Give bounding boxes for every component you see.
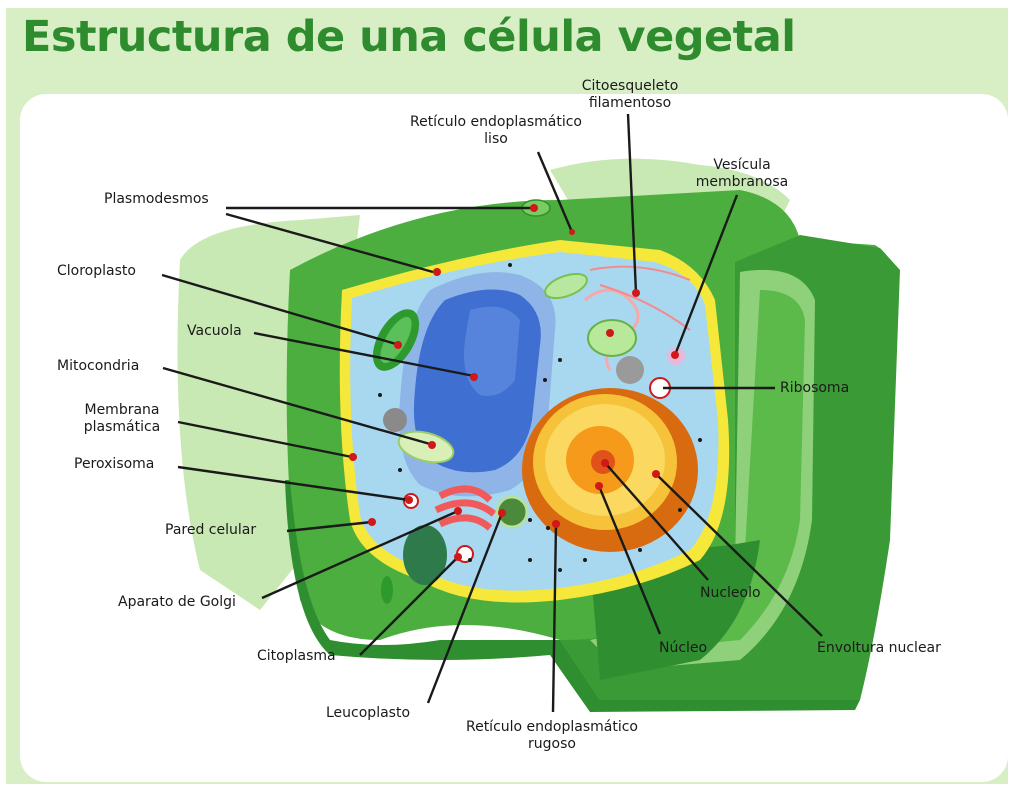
leader-citoesqueleto xyxy=(626,113,638,294)
label-membrana-plasmatica-line-2: plasmática xyxy=(83,419,161,435)
label-reticulo-liso-line-2: liso xyxy=(484,131,508,147)
leader-liso xyxy=(536,151,574,233)
leader-leucoplasto xyxy=(426,512,504,704)
label-vesicula-line-2: membranosa xyxy=(695,174,789,190)
label-vesicula-line-1: Vesícula xyxy=(713,157,771,173)
golgi-apparatus xyxy=(434,485,497,531)
label-nucleo: Núcleo xyxy=(659,640,708,656)
label-citoplasma: Citoplasma xyxy=(257,648,336,664)
leader-vacuola xyxy=(253,331,475,378)
leader-rugoso xyxy=(551,523,558,713)
label-reticulo-rugoso-line-1: Retículo endoplasmático xyxy=(465,719,638,735)
cytoskeleton-filaments xyxy=(589,265,691,331)
leader-pared xyxy=(286,520,373,533)
ribosome-dots xyxy=(378,263,702,572)
leader-cloroplasto xyxy=(161,273,397,346)
label-citoesqueleto: Citoesqueleto filamentoso xyxy=(568,78,692,112)
label-leucoplasto: Leucoplasto xyxy=(326,705,411,721)
label-peroxisoma: Peroxisoma xyxy=(74,456,155,472)
label-envoltura-nuclear: Envoltura nuclear xyxy=(817,640,941,656)
mitochondria-upper xyxy=(544,272,588,300)
label-vacuola: Vacuola xyxy=(187,323,242,339)
label-reticulo-rugoso: Retículo endoplasmático rugoso xyxy=(442,719,662,753)
gray-organelle-2 xyxy=(383,408,407,432)
chloroplast-2 xyxy=(587,319,637,357)
marker-dots xyxy=(349,204,679,561)
label-membrana-plasmatica: Membrana plasmática xyxy=(72,402,172,436)
label-membrana-plasmatica-line-1: Membrana xyxy=(84,402,160,418)
label-reticulo-liso-line-1: Retículo endoplasmático xyxy=(409,114,582,130)
leader-nucleo xyxy=(597,485,662,635)
label-citoesqueleto-line-2: filamentoso xyxy=(588,95,672,111)
leader-nucleolo xyxy=(605,463,709,581)
leader-peroxisoma xyxy=(177,465,410,502)
label-vesicula: Vesícula membranosa xyxy=(686,157,798,191)
leader-citoplasma xyxy=(359,556,459,656)
leader-plasmodesmos-2 xyxy=(225,212,434,274)
cell-wall-inner-layer xyxy=(640,290,805,650)
chloroplast-inner xyxy=(380,316,412,364)
leader-golgi xyxy=(261,509,459,600)
leader-envoltura xyxy=(655,473,823,637)
label-ribosoma: Ribosoma xyxy=(780,380,850,396)
label-reticulo-rugoso-line-2: rugoso xyxy=(528,736,576,752)
page-title: Estructura de una célula vegetal xyxy=(22,12,796,62)
leader-lines xyxy=(161,113,823,713)
label-mitocondria: Mitocondria xyxy=(57,358,140,374)
leucoplast xyxy=(495,495,529,529)
label-pared-celular: Pared celular xyxy=(165,522,257,538)
label-nucleolo: Nucleolo xyxy=(700,585,761,601)
dark-green-organelle xyxy=(403,525,447,585)
vacuole-highlight xyxy=(464,306,520,396)
leader-membrana xyxy=(177,420,353,459)
wall-chloroplast xyxy=(381,576,393,604)
label-citoesqueleto-line-1: Citoesqueleto xyxy=(581,78,679,94)
leader-vesicula xyxy=(673,194,739,356)
leader-mitocondria xyxy=(162,366,431,446)
gray-organelle xyxy=(616,356,644,384)
label-aparato-golgi: Aparato de Golgi xyxy=(118,594,236,610)
cell-wall-right-face xyxy=(560,235,900,700)
label-cloroplasto: Cloroplasto xyxy=(57,263,136,279)
label-reticulo-liso: Retículo endoplasmático liso xyxy=(386,114,606,148)
cell-wall-lower-face xyxy=(285,480,860,712)
label-plasmodesmos: Plasmodesmos xyxy=(104,191,209,207)
